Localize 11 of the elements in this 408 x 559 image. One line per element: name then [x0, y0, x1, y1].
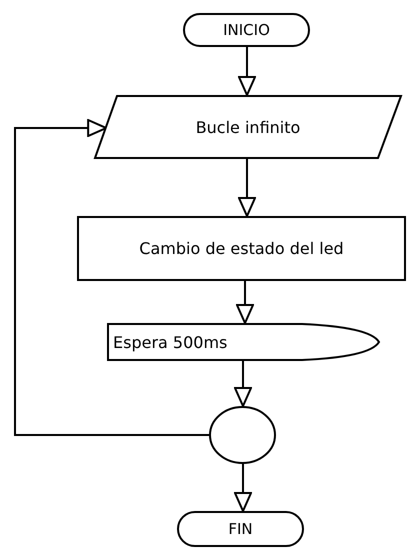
flow-arrow: [234, 464, 252, 512]
flow-arrow: [238, 159, 256, 217]
flow-arrow: [238, 47, 256, 96]
flow-arrow: [14, 119, 209, 436]
node-label: INICIO: [223, 21, 270, 39]
flow-arrow: [236, 281, 254, 324]
flow-arrow: [234, 361, 252, 407]
node-label: Espera 500ms: [113, 332, 228, 352]
node-label: Cambio de estado del led: [139, 239, 344, 258]
node-label: FIN: [228, 520, 253, 538]
node-label: Bucle infinito: [196, 118, 300, 136]
